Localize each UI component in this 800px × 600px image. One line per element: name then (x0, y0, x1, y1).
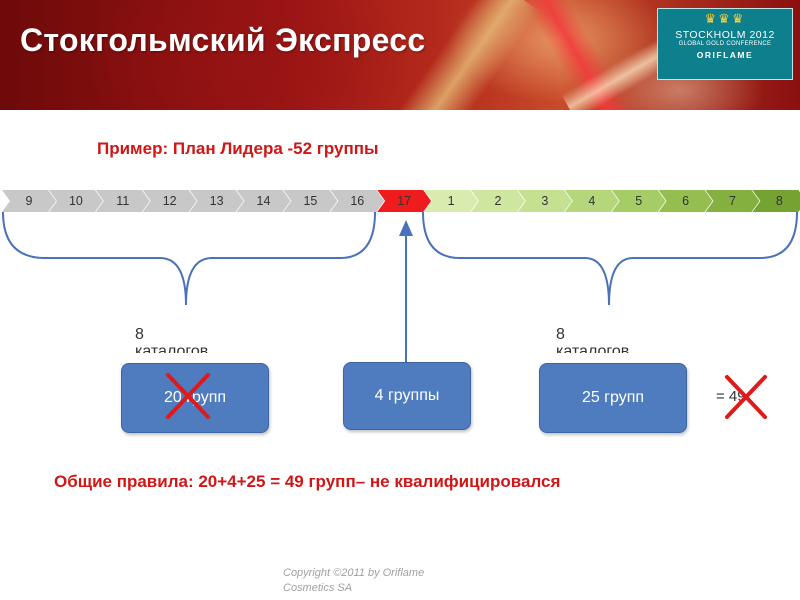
timeline-segment: 6 (659, 190, 713, 212)
timeline-segment: 3 (518, 190, 572, 212)
cross-mark-icon (725, 375, 767, 419)
timeline-segment: 5 (612, 190, 666, 212)
timeline-segment: 8 (752, 190, 800, 212)
timeline-segment: 16 (330, 190, 384, 212)
general-rule-text: Общие правила: 20+4+25 = 49 групп– не кв… (54, 472, 561, 491)
right-groups-box: 25 групп (539, 363, 687, 433)
timeline-segment: 17 (377, 190, 431, 212)
cross-mark-icon (166, 373, 210, 419)
timeline-segment: 7 (706, 190, 760, 212)
copyright-line-2: Cosmetics SA (283, 582, 353, 594)
left-groups-box: 20 групп (121, 363, 269, 433)
header-banner: Стокгольмский Экспресс ♛♛♛ STOCKHOLM 201… (0, 0, 800, 110)
stockholm-logo: ♛♛♛ STOCKHOLM 2012 GLOBAL GOLD CONFERENC… (657, 8, 793, 80)
timeline-segment: 10 (49, 190, 103, 212)
right-catalogs-label: 8 каталогов (556, 326, 629, 353)
center-groups-box: 4 группы (343, 362, 471, 430)
logo-line-1: STOCKHOLM 2012 (675, 29, 775, 41)
result-total: = 49 (716, 388, 746, 405)
timeline-segment: 14 (237, 190, 291, 212)
example-subtitle: Пример: План Лидера -52 группы (97, 139, 379, 158)
copyright-line-1: Copyright ©2011 by Oriflame (283, 567, 425, 579)
left-brace (2, 211, 376, 306)
crowns-icon: ♛♛♛ (704, 11, 746, 26)
logo-line-3: ORIFLAME (696, 50, 754, 60)
center-groups-label: 4 группы (374, 387, 440, 404)
timeline-segment: 15 (283, 190, 337, 212)
timeline-segment: 12 (143, 190, 197, 212)
left-groups-label: 20 групп (163, 389, 227, 406)
timeline-segment: 1 (424, 190, 478, 212)
left-catalogs-count: 8 (135, 326, 144, 343)
up-arrow-head (399, 220, 413, 236)
timeline-segment: 4 (565, 190, 619, 212)
copyright-notice: Copyright ©2011 by Oriflame Cosmetics SA (283, 566, 424, 596)
right-catalogs-count: 8 (556, 326, 565, 343)
right-groups-label: 25 групп (581, 389, 645, 406)
right-catalogs-word: каталогов (556, 343, 630, 353)
timeline-segment: 13 (190, 190, 244, 212)
logo-line-2: GLOBAL GOLD CONFERENCE (678, 41, 772, 47)
left-catalogs-word: каталогов (135, 343, 209, 353)
slide-title: Стокгольмский Экспресс (20, 22, 426, 58)
timeline-segment: 9 (2, 190, 56, 212)
right-brace (422, 211, 798, 306)
timeline-segment: 11 (96, 190, 150, 212)
left-catalogs-label: 8 каталогов (135, 326, 208, 353)
timeline-segment: 2 (471, 190, 525, 212)
